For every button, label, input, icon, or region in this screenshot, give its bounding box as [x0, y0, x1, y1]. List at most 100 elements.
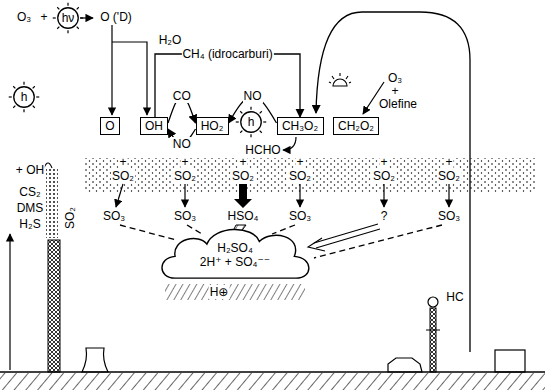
- refinery-tower: [430, 308, 436, 372]
- reagent-label: CH₄ (idrocarburi): [181, 47, 273, 61]
- so2-dotted-band: [85, 158, 535, 192]
- reaction-arrow: [111, 25, 112, 115]
- plus-sign: +: [390, 84, 399, 98]
- dashed-path: [314, 225, 442, 258]
- thick-oxidation-arrow: [234, 184, 252, 208]
- oxidation-arrow: [383, 184, 384, 207]
- plus-sign: +: [295, 155, 304, 169]
- node-text: CH₂O₂: [338, 119, 374, 133]
- cloud-outline: [161, 229, 308, 278]
- sun-symbol: [329, 73, 351, 86]
- species-box: OH: [140, 117, 168, 135]
- reagent-label: CO: [172, 89, 192, 103]
- reagent-label: NO: [172, 137, 192, 151]
- dashed-path: [272, 225, 295, 234]
- sun-disc: [241, 112, 262, 133]
- dashed-path: [120, 225, 176, 240]
- sun-ray: [260, 131, 262, 133]
- sun-ray: [240, 131, 242, 133]
- node-text: h: [21, 90, 28, 104]
- sun-symbol: h: [240, 111, 262, 133]
- reaction-stroke: [44, 163, 52, 168]
- sun-disc: [14, 87, 35, 108]
- sun-symbol: h: [13, 86, 35, 108]
- node-text: HO₂: [201, 119, 224, 133]
- plus-sign: +: [180, 155, 189, 169]
- sun-ray: [33, 86, 35, 88]
- sun-ray: [9, 96, 12, 97]
- plus-sign: +: [444, 155, 453, 169]
- double-line-arrow: [314, 224, 380, 248]
- sun-disc: [333, 79, 347, 86]
- formula: SO₃: [173, 209, 197, 223]
- smoke-plume: [46, 168, 58, 238]
- formula: DMS: [16, 201, 45, 215]
- formula: SO₃: [288, 209, 312, 223]
- sun-ray: [57, 7, 59, 9]
- oxidation-arrow: [299, 184, 300, 207]
- species-box: CH₂O₂: [333, 117, 379, 135]
- formula: CS₂: [18, 185, 41, 199]
- formula: HCHO: [244, 143, 281, 157]
- sun-rays: [329, 73, 351, 83]
- ground-line: [0, 371, 545, 373]
- emission-arrow: [9, 234, 10, 370]
- formula: SO₂: [437, 169, 461, 183]
- formula: HSO₄: [227, 209, 260, 223]
- ground-hatching: [0, 373, 545, 390]
- acid-cloud: H₂SO₄2H⁺ + SO₄⁻⁻: [156, 221, 315, 289]
- reaction-connector: [155, 54, 300, 117]
- sun-ray: [57, 27, 59, 29]
- reaction-arrow: [112, 42, 147, 115]
- plus-sign: +: [118, 155, 127, 169]
- formula: HC: [445, 290, 464, 304]
- formula: H₂S: [18, 217, 41, 231]
- reagent-label: NO: [243, 89, 263, 103]
- node-text: H₂SO₄: [217, 241, 253, 255]
- species-box: O: [100, 117, 120, 135]
- sun-ray: [53, 17, 56, 18]
- node-text: OH: [145, 119, 163, 133]
- plus-sign: +: [379, 155, 388, 169]
- species-box: CH₃O₂: [277, 117, 324, 135]
- node-text: CH₃O₂: [282, 119, 318, 133]
- formula: ?: [380, 209, 389, 223]
- factory-building: [495, 350, 525, 372]
- sun-disc: [58, 8, 79, 29]
- sun-ray: [77, 27, 79, 29]
- formula: O₃: [387, 71, 403, 85]
- dashed-path: [187, 225, 202, 234]
- sun-ray: [77, 7, 79, 9]
- cooling-tower: [82, 348, 108, 372]
- sun-ray: [250, 107, 251, 110]
- sun-ray: [13, 86, 15, 88]
- formula: SO₂: [231, 169, 255, 183]
- sun-ray: [23, 82, 24, 85]
- sun-ray: [67, 3, 68, 6]
- double-line-arrowhead: [308, 238, 325, 251]
- car: [388, 358, 422, 372]
- sun-ray: [263, 121, 266, 122]
- sun-ray: [67, 30, 68, 33]
- formula: SO₂: [173, 169, 197, 183]
- formula: SO₂: [372, 169, 396, 183]
- formula: + OH: [15, 163, 45, 177]
- formula: H⊕: [209, 285, 230, 299]
- oxidation-arrow: [448, 184, 449, 207]
- sun-symbol: hν: [57, 7, 79, 29]
- sun-ray: [240, 111, 242, 113]
- formula: SO₂: [288, 169, 312, 183]
- formula: H₂O: [158, 33, 183, 47]
- species-box: HO₂: [196, 117, 229, 135]
- sun-ray: [23, 109, 24, 112]
- sun-ray: [80, 17, 83, 18]
- node-text: 2H⁺ + SO₄⁻⁻: [200, 255, 270, 269]
- tower-rung: [426, 330, 440, 331]
- formula: SO₃: [102, 209, 126, 223]
- chimney-stack: [48, 240, 60, 372]
- sun-ray: [36, 96, 39, 97]
- sun-ray: [260, 111, 262, 113]
- rain-hatching: [165, 284, 305, 300]
- plus-sign: +: [238, 155, 247, 169]
